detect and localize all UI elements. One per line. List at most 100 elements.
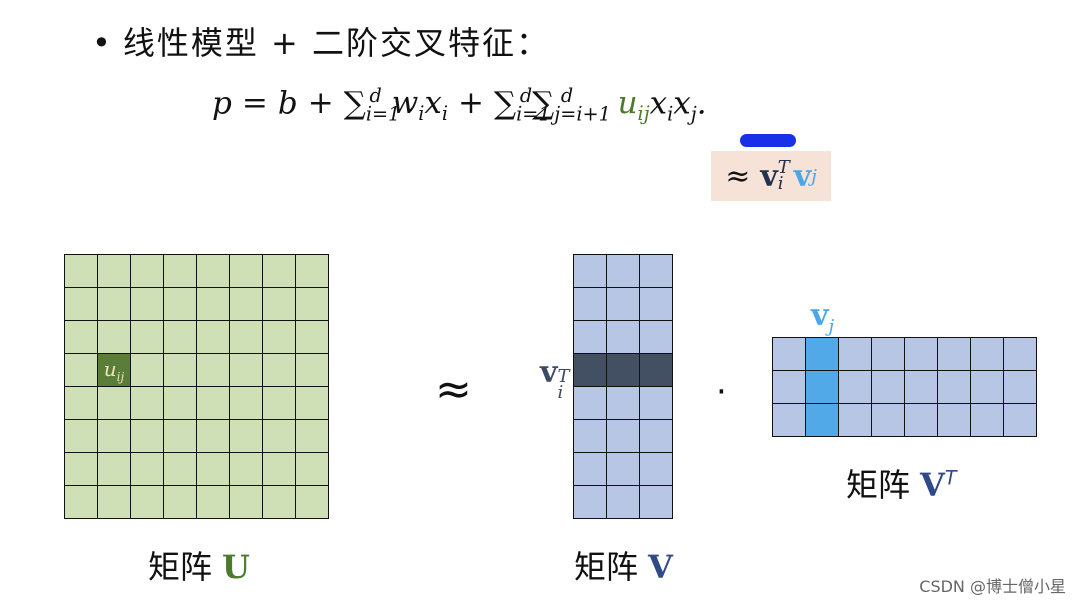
sum-symbol-1: ∑: [343, 85, 366, 122]
matrix-row: [64, 287, 329, 321]
matrix-cell: [639, 320, 673, 354]
sum-1-lower: i=1: [365, 102, 401, 126]
matrix-cell: [573, 485, 607, 519]
vj-label-sub: j: [828, 316, 835, 337]
matrix-vt-grid: [772, 337, 1037, 437]
matrix-cell: [904, 370, 938, 404]
formula-period: .: [696, 85, 707, 122]
matrix-cell: [97, 287, 131, 321]
matrix-cell: [937, 370, 971, 404]
matrix-row: [573, 386, 673, 420]
matrix-cell: [262, 386, 296, 420]
matrix-cell: [639, 287, 673, 321]
matrix-cell: [904, 403, 938, 437]
formula-xi: x: [649, 85, 668, 122]
matrix-cell: [606, 485, 640, 519]
matrix-cell: [970, 370, 1004, 404]
vi-label-v: v: [540, 355, 558, 390]
bullet-dot: •: [92, 24, 113, 62]
matrix-cell: [838, 337, 872, 371]
matrix-cell: [262, 320, 296, 354]
matrix-u-label-cn: 矩阵: [148, 548, 213, 586]
matrix-cell: [295, 452, 329, 486]
vi-row-cell: [573, 353, 607, 387]
matrix-cell: [262, 254, 296, 288]
formula-b: b: [277, 85, 298, 122]
approx-box-vj-sub: j: [811, 165, 817, 187]
matrix-cell: [163, 287, 197, 321]
vj-label: vj: [811, 298, 834, 337]
matrix-vt-label-cn: 矩阵: [846, 466, 911, 504]
matrix-cell: [295, 386, 329, 420]
matrix-cell: [295, 254, 329, 288]
matrix-cell: [295, 419, 329, 453]
matrix-cell: [163, 419, 197, 453]
matrix-cell: [606, 386, 640, 420]
matrix-cell: [97, 320, 131, 354]
matrix-row: [772, 337, 1037, 371]
matrix-v-grid: [573, 254, 673, 519]
matrix-row: [64, 485, 329, 519]
approx-symbol: ≈: [435, 364, 472, 415]
sum-3-upper: d: [560, 84, 574, 107]
matrix-cell: [229, 386, 263, 420]
matrix-cell: [64, 320, 98, 354]
matrix-cell: [196, 287, 230, 321]
matrix-row: [64, 419, 329, 453]
sum-2-upper: d: [519, 84, 533, 107]
matrix-row: [772, 370, 1037, 404]
sum-1-upper: d: [369, 84, 382, 107]
matrix-cell: [838, 403, 872, 437]
formula-x: x: [424, 85, 442, 122]
matrix-v-symbol: V: [648, 548, 673, 586]
matrix-cell: [97, 419, 131, 453]
matrix-cell: [772, 370, 806, 404]
vj-col-cell: [805, 337, 839, 371]
matrix-cell: [130, 320, 164, 354]
matrix-cell: [606, 320, 640, 354]
matrix-cell: [163, 353, 197, 387]
matrix-cell: [639, 254, 673, 288]
matrix-cell: [772, 337, 806, 371]
matrix-cell: [130, 353, 164, 387]
matrix-cell: [937, 337, 971, 371]
matrix-cell: [130, 419, 164, 453]
sum-2-lower: i=1: [516, 102, 551, 126]
matrix-cell: [229, 452, 263, 486]
matrix-cell: [262, 419, 296, 453]
matrix-cell: [606, 254, 640, 288]
matrix-cell: [229, 353, 263, 387]
matrix-cell: [606, 287, 640, 321]
approx-box-vi: v: [760, 158, 778, 194]
matrix-row: [573, 419, 673, 453]
matrix-row: [573, 485, 673, 519]
matrix-cell: [606, 419, 640, 453]
matrix-cell: [871, 337, 905, 371]
matrix-cell: [262, 485, 296, 519]
matrix-cell: [937, 403, 971, 437]
matrix-cell: [262, 452, 296, 486]
matrix-cell: [639, 386, 673, 420]
matrix-cell: [196, 254, 230, 288]
matrix-u-grid: uij: [64, 254, 329, 519]
watermark: CSDN @博士僧小星: [919, 577, 1066, 596]
multiply-dot: ·: [716, 372, 727, 412]
vi-label-sub: i: [557, 382, 564, 404]
sum-symbol-3: ∑: [532, 85, 555, 122]
matrix-cell: [1003, 337, 1037, 371]
matrix-cell: [97, 254, 131, 288]
matrix-v-label-cn: 矩阵: [574, 548, 639, 586]
matrix-row: [64, 386, 329, 420]
vi-row-cell: [639, 353, 673, 387]
matrix-cell: [229, 485, 263, 519]
matrix-cell: [639, 452, 673, 486]
matrix-cell: [573, 287, 607, 321]
matrix-row: [573, 452, 673, 486]
slide-title-text: 线性模型 + 二阶交叉特征：: [122, 24, 551, 62]
sum-symbol-2: ∑: [494, 85, 517, 122]
matrix-cell: [639, 419, 673, 453]
matrix-cell: [606, 452, 640, 486]
matrix-cell: [196, 353, 230, 387]
